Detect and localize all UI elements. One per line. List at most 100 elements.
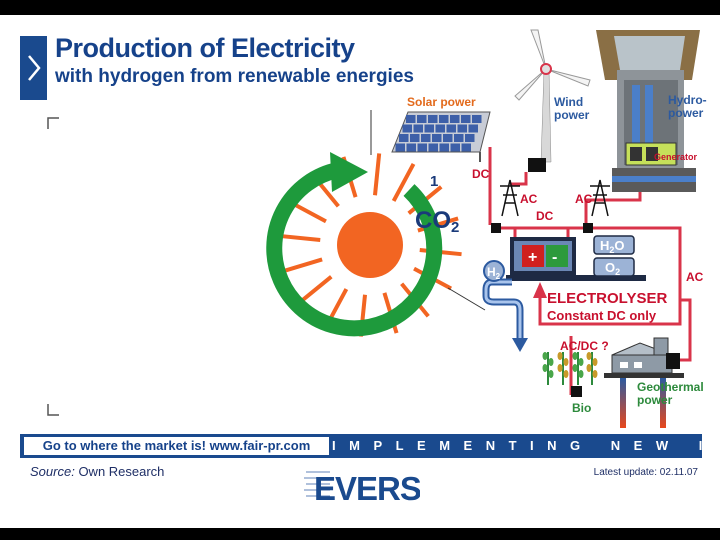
top-letterbox: [0, 0, 720, 15]
solar-cell: [428, 143, 438, 152]
solar-cell: [472, 115, 482, 123]
solar-cell: [443, 134, 453, 142]
plus-sign: +: [528, 249, 537, 266]
sun-ray: [391, 162, 416, 202]
footer-tagline: IMPLEMENTING NEW IDEAS: [332, 438, 720, 453]
corner-mark-top: [47, 117, 59, 129]
logo-text: EVERS: [314, 470, 420, 507]
o2-label: O2: [605, 260, 620, 277]
solar-cell: [454, 134, 464, 142]
geothermal-label-line1: Geothermal: [637, 380, 704, 394]
solar-cell: [417, 115, 427, 123]
junction-right: [583, 223, 593, 233]
solar-cell: [406, 143, 416, 152]
o2-box: [593, 257, 635, 277]
solar-cell: [461, 115, 471, 123]
solar-cell: [446, 124, 456, 133]
latest-update: Latest update: 02.11.07: [593, 467, 698, 478]
bottom-letterbox: [0, 528, 720, 540]
solar-cell: [395, 143, 405, 152]
wind-turbine-icon: [514, 29, 591, 172]
solar-cell: [413, 124, 423, 133]
evers-logo: EVERS: [304, 470, 420, 507]
co2-label: CO2: [415, 207, 459, 236]
footer-link[interactable]: Go to where the market is! www.fair-pr.c…: [24, 437, 329, 455]
solar-cell: [417, 143, 427, 152]
source-prefix: Source:: [30, 464, 75, 479]
corner-mark-bottom: [47, 404, 59, 416]
electrolyser-icon: [506, 237, 646, 281]
hydro-label-line1: Hydro-: [668, 93, 707, 107]
pylon-icon: [500, 179, 520, 217]
wheat-stalk: [572, 352, 584, 385]
electrolyser-arrow: [533, 282, 547, 298]
hydro-dam-icon: [596, 30, 700, 192]
pointer-line: [447, 287, 486, 311]
hydrogen-pipe: [482, 278, 524, 340]
dc-label-left: DC: [472, 167, 490, 181]
solar-cell: [399, 134, 409, 142]
solar-cell: [424, 124, 434, 133]
solar-cell: [461, 143, 471, 152]
solar-cell: [435, 124, 445, 133]
geothermal-label-line2: power: [637, 393, 673, 407]
generator-label: Generator: [654, 152, 698, 162]
ac-label-left: AC: [520, 192, 538, 206]
bio-label: Bio: [572, 401, 591, 415]
chevron-right-icon: [28, 55, 41, 81]
h2o-box: [593, 235, 635, 255]
solar-cell: [432, 134, 442, 142]
sun-icon: [337, 212, 403, 278]
solar-cell: [468, 124, 478, 133]
h2-label: H2: [487, 265, 501, 281]
geothermal-plant-icon: [604, 337, 684, 378]
wheat-icon: [542, 352, 598, 385]
solar-cell: [465, 134, 475, 142]
solar-cell: [402, 124, 412, 133]
solar-cell: [421, 134, 431, 142]
junction-left: [491, 223, 501, 233]
geothermal-pipe-2: [660, 378, 666, 428]
wind-label-line2: power: [554, 108, 590, 122]
solar-cell: [457, 124, 467, 133]
h2-bubble: [483, 260, 505, 282]
dc-label-center: DC: [536, 209, 554, 223]
solar-cell: [428, 115, 438, 123]
pylon-icon-right: [590, 179, 610, 217]
electricity-diagram: 1 CO2 Solar power Wind power: [266, 29, 707, 428]
solar-cell: [439, 115, 449, 123]
hydro-label-line2: power: [668, 106, 704, 120]
wind-label-line1: Wind: [554, 95, 583, 109]
solar-power-label: Solar power: [407, 95, 476, 109]
page-subtitle: with hydrogen from renewable energies: [55, 66, 414, 87]
sun-ray: [278, 233, 321, 242]
minus-sign: -: [552, 249, 557, 266]
bio-junction: [571, 386, 582, 397]
ac-label-right: AC: [575, 192, 593, 206]
wheat-stalk: [557, 352, 569, 385]
h2o-label: H2O: [600, 238, 625, 255]
source-note: Source: Own Research: [30, 464, 164, 479]
solar-cell: [406, 115, 416, 123]
solar-cell: [450, 143, 460, 152]
co2-cycle-arrowhead: [330, 152, 368, 192]
solar-panel-icon: [391, 111, 491, 162]
source-text: Own Research: [78, 464, 165, 479]
sun-ray: [373, 153, 382, 196]
ac-label-side: AC: [686, 270, 704, 284]
wheat-stalk: [542, 352, 554, 385]
solar-cell: [439, 143, 449, 152]
co2-cycle-arrow: [266, 162, 443, 337]
solar-cell: [410, 134, 420, 142]
sun-ray: [281, 257, 323, 274]
page-title: Production of Electricity: [55, 33, 355, 63]
electrolyser-title: ELECTROLYSER: [547, 290, 667, 307]
sun-ray: [297, 275, 333, 305]
wheat-stalk: [586, 352, 598, 385]
footer-bar: Go to where the market is! www.fair-pr.c…: [20, 434, 720, 458]
power-lines: [488, 147, 692, 395]
pipe-arrow-icon: [512, 338, 528, 352]
slide-canvas: Production of Electricity with hydrogen …: [0, 15, 720, 528]
electrolyser-subtitle: Constant DC only: [547, 308, 657, 323]
